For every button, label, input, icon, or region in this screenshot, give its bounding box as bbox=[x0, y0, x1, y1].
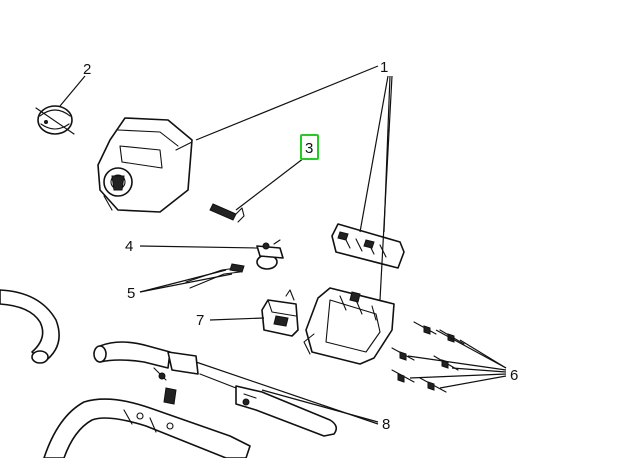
callout-5: 5 bbox=[127, 285, 135, 302]
part-1-console-housing[interactable] bbox=[97, 117, 193, 213]
leader-lines bbox=[59, 65, 507, 425]
part-5-wires[interactable] bbox=[185, 263, 245, 289]
frame-tube-bottom bbox=[43, 398, 251, 458]
part-6-connectors[interactable] bbox=[391, 321, 465, 393]
callout-1: 1 bbox=[380, 59, 388, 76]
callout-6: 6 bbox=[510, 367, 518, 384]
part-7-module[interactable] bbox=[261, 289, 299, 337]
part-4-clamp[interactable] bbox=[256, 239, 284, 270]
callout-3-highlight bbox=[300, 134, 319, 160]
curved-tube-left bbox=[0, 289, 60, 364]
callout-3[interactable]: 3 bbox=[305, 140, 313, 157]
part-1-button-panel[interactable] bbox=[331, 223, 405, 269]
callout-7: 7 bbox=[196, 312, 204, 329]
callout-2: 2 bbox=[83, 61, 91, 78]
part-2-knob[interactable] bbox=[35, 105, 75, 135]
part-3-rod[interactable] bbox=[209, 203, 245, 223]
part-8-handlebar[interactable] bbox=[93, 341, 338, 437]
callout-4: 4 bbox=[125, 238, 133, 255]
part-1-lower-bracket[interactable] bbox=[303, 287, 395, 365]
callout-8: 8 bbox=[382, 416, 390, 433]
